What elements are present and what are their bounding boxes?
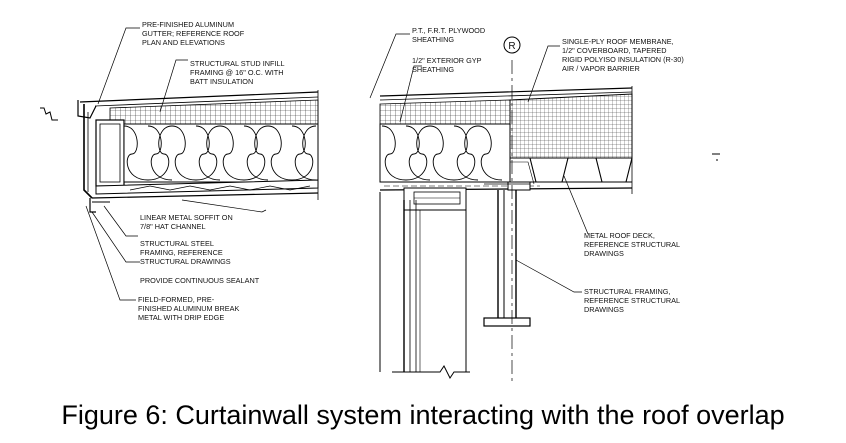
note-steel-framing: STRUCTURAL STEEL FRAMING, REFERENCE STRU…: [140, 239, 231, 266]
note-line: REFERENCE STRUCTURAL: [584, 296, 680, 305]
note-line: LINEAR METAL SOFFIT ON: [140, 213, 233, 222]
note-line: 1/2" EXTERIOR GYP: [412, 56, 482, 65]
note-line: STRUCTURAL DRAWINGS: [140, 257, 231, 266]
note-line: STRUCTURAL STUD INFILL: [190, 59, 285, 68]
note-line: P.T., F.R.T. PLYWOOD: [412, 26, 485, 35]
note-sealant: PROVIDE CONTINUOUS SEALANT: [140, 276, 260, 285]
note-plywood: P.T., F.R.T. PLYWOOD SHEATHING: [412, 26, 485, 44]
leader-lines: [85, 27, 589, 301]
note-line: FINISHED ALUMINUM BREAK: [138, 304, 239, 313]
note-line: STRUCTURAL FRAMING,: [584, 287, 670, 296]
note-line: FIELD-FORMED, PRE-: [138, 295, 215, 304]
note-gutter: PRE-FINISHED ALUMINUM GUTTER; REFERENCE …: [142, 20, 245, 47]
note-line: PRE-FINISHED ALUMINUM: [142, 20, 234, 29]
figure-caption: Figure 6: Curtainwall system interacting…: [61, 400, 785, 430]
note-soffit: LINEAR METAL SOFFIT ON 7/8" HAT CHANNEL: [140, 213, 233, 231]
note-stud-infill: STRUCTURAL STUD INFILL FRAMING @ 16" O.C…: [190, 59, 285, 86]
note-line: DRAWINGS: [584, 305, 624, 314]
note-line: RIGID POLYISO INSULATION (R-30): [562, 55, 684, 64]
note-line: METAL WITH DRIP EDGE: [138, 313, 224, 322]
grid-marker-label: R: [508, 41, 515, 52]
section-detail-drawing: R: [40, 20, 720, 382]
note-line: FRAMING, REFERENCE: [140, 248, 223, 257]
note-line: 1/2" COVERBOARD, TAPERED: [562, 46, 667, 55]
batt-insulation: [123, 125, 317, 181]
note-line: BATT INSULATION: [190, 77, 253, 86]
note-membrane: SINGLE-PLY ROOF MEMBRANE, 1/2" COVERBOAR…: [562, 37, 684, 73]
note-break-metal: FIELD-FORMED, PRE- FINISHED ALUMINUM BRE…: [138, 295, 239, 322]
note-line: STRUCTURAL STEEL: [140, 239, 214, 248]
note-line: METAL ROOF DECK,: [584, 231, 655, 240]
note-line: 7/8" HAT CHANNEL: [140, 222, 206, 231]
note-line: PLAN AND ELEVATIONS: [142, 38, 225, 47]
note-line: FRAMING @ 16" O.C. WITH: [190, 68, 284, 77]
right-detail: [379, 60, 720, 382]
note-line: SINGLE-PLY ROOF MEMBRANE,: [562, 37, 674, 46]
grid-marker: R: [503, 36, 521, 54]
note-line: SHEATHING: [412, 65, 454, 74]
note-line: SHEATHING: [412, 35, 454, 44]
note-line: AIR / VAPOR BARRIER: [562, 64, 640, 73]
note-line: PROVIDE CONTINUOUS SEALANT: [140, 276, 260, 285]
note-line: REFERENCE STRUCTURAL: [584, 240, 680, 249]
left-detail: [40, 90, 319, 213]
note-gyp: 1/2" EXTERIOR GYP SHEATHING: [412, 56, 482, 74]
note-framing: STRUCTURAL FRAMING, REFERENCE STRUCTURAL…: [584, 287, 680, 314]
note-line: GUTTER; REFERENCE ROOF: [142, 29, 245, 38]
batt-insulation: [381, 125, 503, 181]
note-deck: METAL ROOF DECK, REFERENCE STRUCTURAL DR…: [584, 231, 680, 258]
note-line: DRAWINGS: [584, 249, 624, 258]
